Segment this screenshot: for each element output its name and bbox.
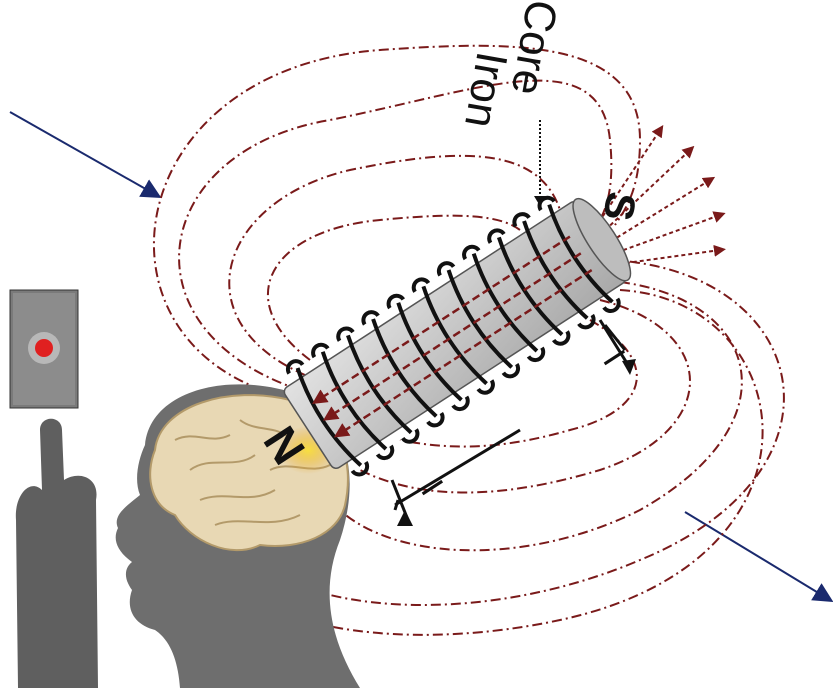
- pointing-hand-icon: [16, 419, 98, 688]
- outgoing-arrow: [685, 512, 830, 600]
- solenoid-icon: [272, 177, 649, 486]
- core-label-core: Core: [502, 0, 567, 99]
- push-button-icon[interactable]: [10, 290, 78, 408]
- current-arrow-icon-2: [622, 359, 636, 375]
- core-pointer-head-icon: [534, 196, 546, 206]
- incoming-arrow: [10, 112, 158, 196]
- current-arrow-icon: [397, 510, 413, 526]
